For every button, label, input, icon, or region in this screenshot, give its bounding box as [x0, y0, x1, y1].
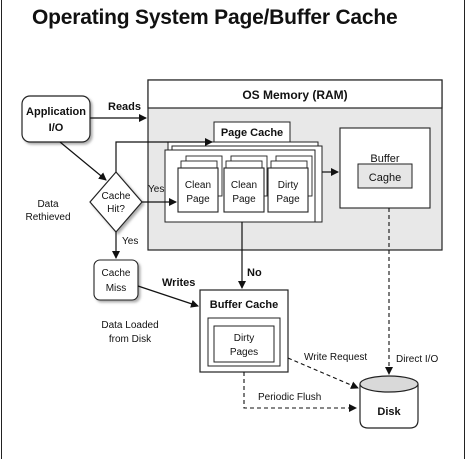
svg-text:from Disk: from Disk [109, 334, 152, 345]
label-direct-io: Direct I/O [396, 354, 438, 365]
application-node: Application I/O [21, 95, 91, 143]
svg-text:Dirty: Dirty [278, 180, 299, 191]
clean-page-1: Clean Page [177, 167, 219, 213]
label-write-request: Write Request [304, 352, 367, 363]
label-data-retrieved: Data Rethieved [25, 199, 70, 223]
cache-miss-node: Cache Miss [93, 259, 139, 301]
edge-decision-to-pagecache [115, 138, 213, 172]
svg-text:Miss: Miss [106, 283, 127, 294]
buffer-inner-label: Caghe [369, 172, 401, 184]
svg-text:Data Loaded: Data Loaded [101, 320, 158, 331]
page-cache-label: Page Cache [221, 127, 283, 139]
svg-text:Pages: Pages [230, 347, 258, 358]
svg-text:Hit?: Hit? [107, 204, 125, 215]
dirty-page-top: Dirty Page [267, 167, 309, 213]
svg-text:Data: Data [37, 199, 59, 210]
svg-text:Page: Page [276, 194, 300, 205]
buffer-cache-box: Buffer Cache Dirty Pages [199, 289, 289, 373]
clean-page-2: Clean Page [223, 167, 265, 213]
buffer-label: Buffer [370, 153, 399, 165]
disk-label: Disk [377, 406, 401, 418]
svg-text:Page: Page [232, 194, 256, 205]
svg-text:Rethieved: Rethieved [25, 212, 70, 223]
disk-node: Disk [359, 375, 419, 429]
label-reads: Reads [108, 101, 141, 113]
label-no: No [247, 267, 262, 279]
cache-hit-decision: Cache Hit? [89, 171, 143, 233]
svg-text:Clean: Clean [185, 180, 211, 191]
edge-writes [137, 285, 199, 308]
edge-periodic-flush [243, 372, 357, 412]
svg-text:Clean: Clean [231, 180, 257, 191]
label-yes-down: Yes [122, 236, 138, 247]
page-title: Operating System Page/Buffer Cache [32, 6, 398, 29]
svg-text:Application: Application [26, 106, 86, 118]
edge-write-request [287, 357, 359, 389]
svg-text:Page: Page [186, 194, 210, 205]
buffer-box: Buffer Caghe [339, 127, 431, 209]
buffer-cache-label: Buffer Cache [210, 299, 278, 311]
label-yes-right: Yes [148, 184, 164, 195]
label-periodic-flush: Periodic Flush [258, 392, 321, 403]
svg-text:Cache: Cache [102, 191, 131, 202]
svg-text:Cache: Cache [102, 268, 131, 279]
svg-text:Dirty: Dirty [234, 333, 255, 344]
label-writes: Writes [162, 277, 195, 289]
label-data-loaded: Data Loaded from Disk [101, 320, 158, 345]
edge-app-to-decision [59, 141, 107, 181]
os-memory-label: OS Memory (RAM) [242, 88, 347, 102]
svg-text:I/O: I/O [49, 122, 64, 134]
